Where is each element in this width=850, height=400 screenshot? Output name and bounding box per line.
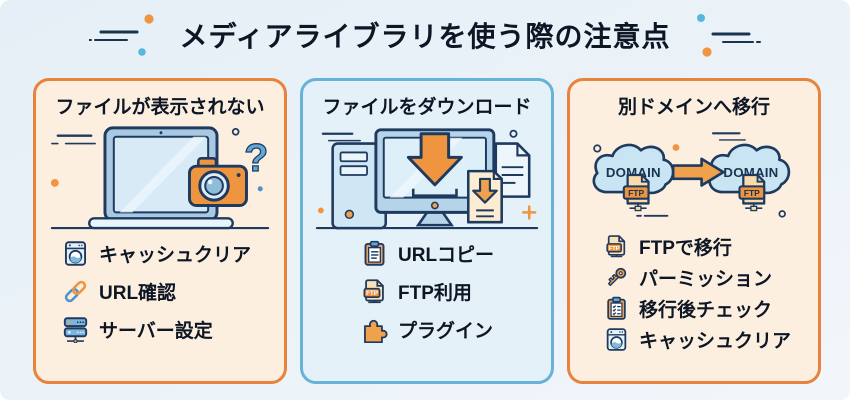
ftp-file-right: FTP: [738, 173, 766, 212]
item-label: URLコピー: [398, 245, 495, 266]
speed-lines-right-icon: [696, 14, 761, 57]
panel-domain-migration: 別ドメインへ移行 DOMAIN DOMAIN: [567, 78, 821, 384]
list-item: パーミッション: [604, 264, 818, 291]
laptop-camera-question-illustration: ?: [50, 126, 270, 230]
list-item: URLコピー: [361, 240, 551, 267]
clipboard-icon: [364, 240, 385, 266]
washing-machine-icon: [64, 241, 87, 266]
speed-lines-left-icon: [89, 14, 155, 56]
item-label: 移行後チェック: [639, 300, 773, 321]
item-label: URL確認: [99, 283, 177, 304]
item-label: パーミッション: [639, 269, 773, 290]
panel-file-not-displayed: ファイルが表示されない ?: [33, 78, 287, 384]
puzzle-icon: [364, 319, 388, 343]
list-item: サーバー設定: [62, 316, 284, 343]
list-item: FTP FTPで移行: [604, 233, 818, 260]
ftp-file-left: FTP: [622, 173, 650, 212]
header: メディアライブラリを使う際の注意点: [0, 12, 850, 58]
list-item: 移行後チェック: [604, 295, 818, 322]
ftp-label-left: FTP: [628, 188, 644, 198]
list-item: キャッシュクリア: [604, 326, 818, 353]
item-label: FTP利用: [398, 283, 472, 304]
desktop-download-illustration: [315, 128, 539, 230]
panel-title: 別ドメインへ移行: [617, 97, 770, 118]
washing-machine-icon: [606, 328, 627, 351]
item-label: キャッシュクリア: [639, 331, 792, 352]
transfer-arrow: [671, 157, 725, 187]
domain-label-right: DOMAIN: [723, 165, 778, 180]
panel-row: ファイルが表示されない ?: [33, 78, 821, 384]
panel-title: ファイルをダウンロード: [322, 97, 532, 118]
key-icon: [607, 267, 627, 287]
item-label: プラグイン: [398, 321, 494, 342]
checklist: キャッシュクリア URL確認: [62, 240, 284, 343]
checklist: FTP FTPで移行 パーミッション: [604, 233, 818, 353]
server-icon: [63, 317, 88, 343]
checklist-icon: [607, 296, 626, 320]
item-label: キャッシュクリア: [99, 245, 252, 266]
list-item: プラグイン: [361, 316, 551, 343]
page-title: メディアライブラリを使う際の注意点: [179, 21, 671, 52]
cloud-left: DOMAIN: [592, 143, 675, 195]
checklist: URLコピー FTP FTP利用: [361, 240, 551, 343]
panel-file-download: ファイルをダウンロード: [300, 78, 554, 384]
ftp-label-right: FTP: [744, 188, 760, 198]
domain-clouds-transfer-illustration: DOMAIN DOMAIN FTP: [592, 132, 791, 218]
panel-title: ファイルが表示されない: [55, 97, 265, 118]
ftp-label: FTP: [609, 246, 620, 252]
question-mark: ?: [244, 136, 268, 180]
cloud-right: DOMAIN: [708, 143, 791, 195]
list-item: FTP FTP利用: [361, 278, 551, 305]
list-item: URL確認: [62, 278, 284, 305]
ftp-file-icon: FTP: [606, 235, 626, 258]
ftp-label: FTP: [366, 290, 378, 297]
item-label: FTPで移行: [639, 238, 732, 259]
domain-label-left: DOMAIN: [606, 165, 661, 180]
list-item: キャッシュクリア: [62, 240, 284, 267]
ftp-file-icon: FTP: [363, 279, 384, 304]
item-label: サーバー設定: [99, 321, 213, 342]
link-icon: [64, 280, 87, 303]
